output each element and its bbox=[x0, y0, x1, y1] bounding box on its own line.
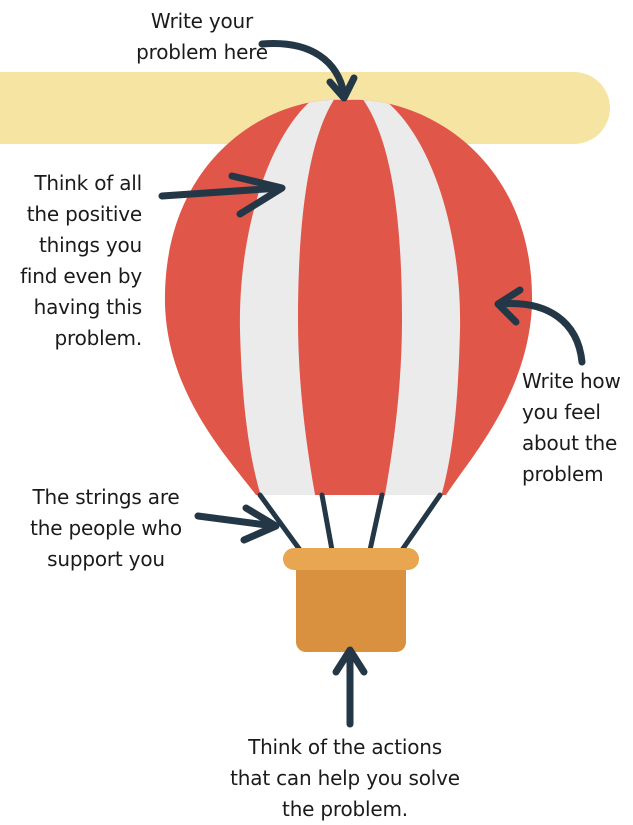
balloon-envelope bbox=[150, 90, 550, 510]
label-write-problem: Write your problem here bbox=[118, 6, 286, 68]
label-positive-things: Think of all the positive things you fin… bbox=[0, 168, 142, 354]
label-feelings: Write how you feel about the problem bbox=[522, 366, 633, 490]
label-actions: Think of the actions that can help you s… bbox=[200, 732, 490, 825]
balloon-strings bbox=[260, 495, 440, 550]
label-strings-support: The strings are the people who support y… bbox=[14, 482, 198, 575]
balloon-basket bbox=[283, 548, 419, 652]
